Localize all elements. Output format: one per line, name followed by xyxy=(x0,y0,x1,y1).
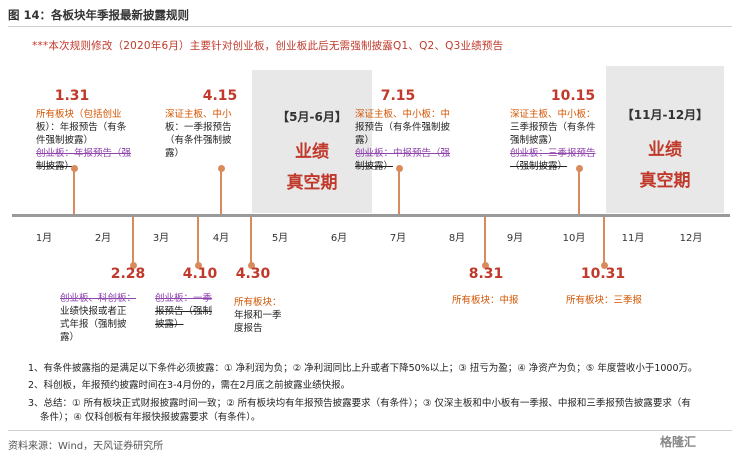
event-date: 10.31 xyxy=(580,266,626,282)
event-stem xyxy=(250,217,252,265)
note-3: 3、总结：① 所有板块正式财报披露时间一致；② 所有板块均有年报预告披露要求（有… xyxy=(28,398,691,409)
event-text-line: 深证主板、中小 xyxy=(165,109,232,120)
event-text-line: 报预告（有条件强制披 xyxy=(355,122,451,133)
event-text-line: 露） xyxy=(165,148,185,159)
note-2: 2、科创板，年报预约披露时间在3-4月份的，需在2月底之前披露业绩快报。 xyxy=(28,380,351,391)
event-text-line: 所有板块： xyxy=(234,297,282,308)
event-date: 2.28 xyxy=(110,266,146,282)
event-date: 10.15 xyxy=(550,88,596,104)
event-text-line: 制披露） xyxy=(355,161,394,172)
event-text-line: 深证主板、中小板： xyxy=(510,109,596,120)
vacuum-box-nov-dec: 【11月-12月】 业绩 真空期 xyxy=(606,66,724,213)
event-dot xyxy=(481,262,489,269)
figure-title: 图 14：各板块年季报最新披露规则 xyxy=(8,8,190,22)
event-text-line: 度报告 xyxy=(234,323,263,334)
event-text-line: 所有板块：三季报 xyxy=(566,295,643,306)
vacuum-box-line2: 真空期 xyxy=(639,171,691,191)
brand-logo: 格隆汇 xyxy=(660,435,697,449)
event-stem xyxy=(132,217,134,265)
event-stem xyxy=(197,217,199,265)
event-dot xyxy=(600,262,608,269)
event-text-line: 所有板块（包括创业 xyxy=(36,109,122,120)
event-description: 深证主板、中小板： 三季报预告（有条件强制披露） 创业板：三季报预告 （强制披露） xyxy=(510,108,630,173)
event-description: 所有板块：三季报 xyxy=(566,294,676,307)
event-description: 所有板块：中报 xyxy=(452,294,562,307)
month-label: 10月 xyxy=(562,233,586,244)
event-date: 4.30 xyxy=(235,266,271,282)
event-text-line: 报预告（强制 xyxy=(155,306,213,317)
month-label: 4月 xyxy=(212,233,230,244)
event-date: 4.15 xyxy=(202,88,238,104)
event-date: 7.15 xyxy=(380,88,416,104)
event-text-line: 创业板：年报预告（强 xyxy=(36,148,132,159)
event-text-line: 深证主板、中小板：中 xyxy=(355,109,451,120)
event-text-line: 创业板：中报预告（强 xyxy=(355,148,451,159)
month-label: 3月 xyxy=(152,233,170,244)
event-stem xyxy=(484,217,486,265)
event-description: 创业板、科创板： 业绩快报或者正式年报（强制披露） xyxy=(60,292,170,344)
event-text-line: 板：一季报预告 xyxy=(165,122,232,133)
event-dot xyxy=(217,165,225,172)
event-text-line: 创业板：一季 xyxy=(155,293,213,304)
event-description: 所有板块（包括创业板）：年报预告（有条件强制披露） 创业板：年报预告（强制披露） xyxy=(36,108,156,173)
vacuum-box-label: 【11月-12月】 xyxy=(621,108,709,122)
footer-divider xyxy=(8,430,732,431)
event-stem xyxy=(398,170,400,214)
title-divider xyxy=(8,26,732,27)
event-text-line: 板）：年报预告（有条 xyxy=(36,122,127,133)
event-text-line: （强制披露） xyxy=(510,161,568,172)
event-dot xyxy=(247,262,255,269)
event-stem xyxy=(578,170,580,214)
event-description: 深证主板、中小板：一季报预告 （有条件强制披露） xyxy=(165,108,285,160)
vacuum-box-may-june: 【5月-6月】 业绩 真空期 xyxy=(252,70,372,213)
month-label: 2月 xyxy=(94,233,112,244)
event-date: 8.31 xyxy=(468,266,504,282)
event-dot xyxy=(129,262,137,269)
month-label: 9月 xyxy=(506,233,524,244)
event-text-line: 露） xyxy=(355,135,375,146)
month-label: 8月 xyxy=(448,233,466,244)
event-dot xyxy=(194,262,202,269)
vacuum-box-line2: 真空期 xyxy=(286,173,338,193)
event-description: 深证主板、中小板：中报预告（有条件强制披露） 创业板：中报预告（强制披露） xyxy=(355,108,475,173)
vacuum-box-line1: 业绩 xyxy=(295,142,329,162)
event-description: 所有板块： 年报和一季度报告 xyxy=(234,296,344,335)
event-text-line: 式年报（强制披 xyxy=(60,319,127,330)
event-text-line: 露） xyxy=(60,332,80,343)
event-description: 创业板：一季报预告（强制披露） xyxy=(155,292,265,331)
event-stem xyxy=(603,217,605,265)
event-text-line: （有条件强制披 xyxy=(165,135,232,146)
event-stem xyxy=(220,170,222,214)
vacuum-box-line1: 业绩 xyxy=(648,140,682,160)
month-label: 6月 xyxy=(330,233,348,244)
note-1: 1、有条件披露指的是满足以下条件必须披露：① 净利润为负；② 净利润同比上升或者… xyxy=(28,363,698,374)
event-dot xyxy=(70,165,78,172)
event-text-line: 制披露） xyxy=(36,161,75,172)
month-label: 5月 xyxy=(271,233,289,244)
event-text-line: 创业板：三季报预告 xyxy=(510,148,596,159)
event-text-line: 所有板块：中报 xyxy=(452,295,519,306)
month-label: 7月 xyxy=(389,233,407,244)
event-text-line: 三季报预告（有条件 xyxy=(510,122,596,133)
event-text-line: 披露） xyxy=(155,319,184,330)
month-label: 11月 xyxy=(621,233,645,244)
month-label: 12月 xyxy=(679,233,703,244)
event-stem xyxy=(73,170,75,214)
event-date: 4.10 xyxy=(182,266,218,282)
event-text-line: 创业板、科创板： xyxy=(60,293,137,304)
event-text-line: 年报和一季 xyxy=(234,310,282,321)
source-note: 资料来源：Wind，天风证券研究所 xyxy=(8,441,164,452)
top-note: ***本次规则修改（2020年6月）主要针对创业板，创业板此后无需强制披露Q1、… xyxy=(32,40,504,52)
month-label: 1月 xyxy=(35,233,53,244)
timeline-axis xyxy=(12,214,730,217)
event-date: 1.31 xyxy=(54,88,90,104)
event-dot xyxy=(395,165,403,172)
event-text-line: 业绩快报或者正 xyxy=(60,306,127,317)
note-3-cont: 条件）；④ 仅科创板有年报快报披露要求（有条件）。 xyxy=(40,412,261,423)
event-dot xyxy=(575,165,583,172)
vacuum-box-label: 【5月-6月】 xyxy=(277,110,347,124)
event-text-line: 件强制披露） xyxy=(36,135,94,146)
event-text-line: 强制披露） xyxy=(510,135,558,146)
